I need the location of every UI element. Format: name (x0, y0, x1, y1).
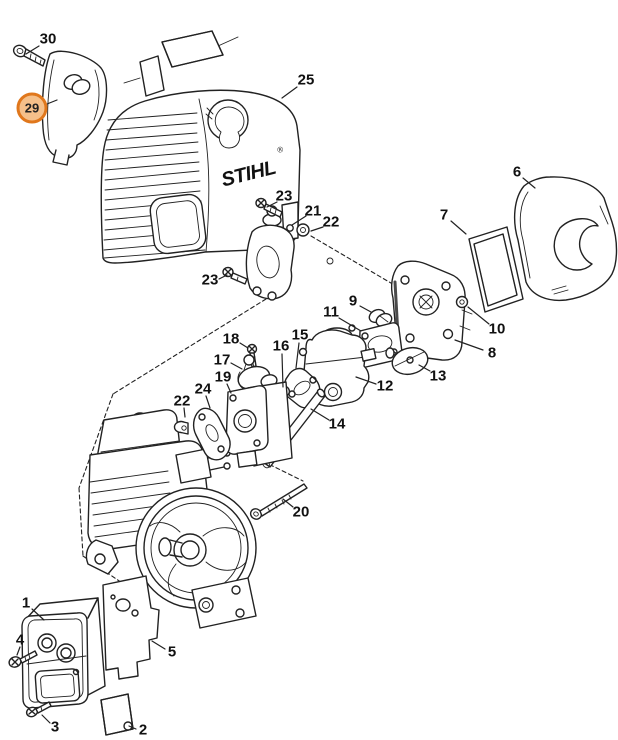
part-callout-12[interactable]: 12 (376, 377, 394, 395)
leader-line-12 (355, 376, 377, 385)
part-3-screw[interactable] (25, 701, 52, 718)
part-callout-15[interactable]: 15 (291, 326, 309, 344)
part-callout-20[interactable]: 20 (292, 503, 310, 521)
part-callout-2[interactable]: 2 (138, 721, 148, 739)
part-callout-3[interactable]: 3 (50, 718, 60, 736)
part-callout-23[interactable]: 23 (275, 187, 293, 205)
part-callout-5[interactable]: 5 (167, 643, 177, 661)
part-13-choke-knob[interactable] (385, 344, 431, 378)
part-4-screw[interactable] (8, 650, 38, 669)
leader-line-7 (450, 220, 467, 235)
sticker-plain-label[interactable] (123, 55, 165, 97)
part-8-filter-base[interactable] (390, 260, 473, 361)
leader-line-22 (310, 226, 324, 232)
part-17-manifold[interactable] (236, 354, 279, 393)
leader-line-13 (418, 364, 431, 372)
engine-shortblock[interactable] (85, 409, 231, 575)
part-callout-22[interactable]: 22 (322, 213, 340, 231)
part-23-screw-upper[interactable] (255, 197, 283, 218)
part-30-screw[interactable] (12, 44, 46, 67)
leader-line-18 (239, 342, 249, 349)
part-callout-23[interactable]: 23 (201, 271, 219, 289)
part-callout-25[interactable]: 25 (297, 71, 315, 89)
leader-line-6 (522, 177, 536, 189)
leader-line-15 (295, 342, 300, 369)
leader-line-11 (338, 317, 362, 332)
part-25-engine-cover[interactable]: STIHL ® (100, 89, 334, 265)
leader-line-5 (151, 640, 166, 650)
part-callout-4[interactable]: 4 (15, 631, 25, 649)
part-callout-11[interactable]: 11 (323, 303, 339, 321)
part-12-carburetor[interactable] (297, 324, 377, 407)
leader-line-8 (454, 339, 484, 351)
leader-line-9 (359, 305, 372, 313)
part-callout-30[interactable]: 30 (39, 30, 57, 48)
part-23-screw-lower[interactable] (222, 266, 248, 285)
part-29-deflector[interactable] (41, 50, 108, 166)
brand-logo-reg: ® (276, 145, 284, 155)
part-5-heat-shield[interactable] (102, 575, 160, 680)
part-22-nut-lower[interactable] (173, 420, 189, 435)
part-callout-24[interactable]: 24 (194, 380, 212, 398)
part-callout-18[interactable]: 18 (222, 330, 240, 348)
part-1-muffler[interactable] (21, 597, 106, 709)
leader-line-19 (226, 383, 232, 394)
leader-line-22 (183, 407, 186, 418)
part-2-spark-screen[interactable] (100, 693, 134, 736)
leader-line-16 (281, 353, 284, 388)
leader-line-24 (205, 395, 211, 409)
leader-line-17 (230, 362, 243, 370)
part-6-air-filter-cover[interactable] (513, 176, 618, 302)
part-callout-13[interactable]: 13 (429, 367, 447, 385)
engine-flywheel[interactable] (135, 487, 257, 629)
part-callout-29[interactable]: 29 (16, 92, 48, 124)
part-callout-14[interactable]: 14 (328, 415, 346, 433)
part-callout-7[interactable]: 7 (439, 206, 449, 224)
leader-line-14 (310, 408, 330, 421)
leader-line-4 (16, 646, 21, 656)
leader-line-30 (25, 45, 40, 55)
leader-line-2 (128, 725, 137, 730)
part-callout-1[interactable]: 1 (21, 594, 31, 612)
part-callout-8[interactable]: 8 (487, 344, 497, 362)
part-callout-17[interactable]: 17 (213, 351, 231, 369)
sticker-grille-label[interactable] (161, 30, 239, 68)
leader-line-23 (266, 201, 278, 208)
leader-line-23 (218, 274, 228, 280)
leader-line-25 (281, 86, 298, 99)
leader-line-21 (291, 215, 307, 226)
part-callout-6[interactable]: 6 (512, 163, 522, 181)
part-24-gasket[interactable] (192, 407, 231, 461)
part-22-nut-upper[interactable] (296, 223, 310, 237)
part-callout-16[interactable]: 16 (272, 337, 290, 355)
part-callout-22[interactable]: 22 (173, 392, 191, 410)
part-callout-9[interactable]: 9 (348, 292, 358, 310)
part-19-spacer-flange[interactable] (225, 381, 293, 468)
leader-line-10 (467, 306, 490, 325)
part-callout-21[interactable]: 21 (304, 202, 322, 220)
leader-line-20 (282, 498, 294, 508)
part-7-air-filter[interactable] (468, 226, 524, 313)
leader-line-3 (41, 714, 51, 724)
part-callout-10[interactable]: 10 (488, 320, 506, 338)
leader-lines (16, 45, 536, 730)
leader-line-1 (31, 608, 45, 621)
part-21-bracket[interactable] (245, 205, 295, 301)
leader-line-29 (46, 99, 58, 105)
part-10-nut[interactable] (455, 295, 469, 309)
part-callout-19[interactable]: 19 (214, 368, 232, 386)
